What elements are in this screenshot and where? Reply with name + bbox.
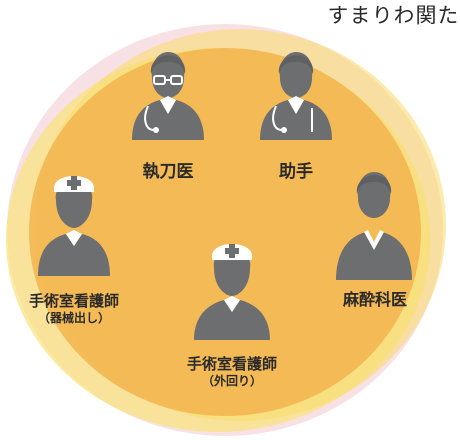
role-label-assistant: 助手 — [246, 162, 346, 183]
role-label-surgeon: 執刀医 — [118, 162, 218, 183]
surgeon-label: 執刀医 — [142, 162, 194, 182]
nurse-icon — [38, 176, 110, 276]
scrub-nurse-sublabel: （器械出し） — [37, 310, 110, 325]
anesthesiologist-label: 麻酔科医 — [342, 290, 407, 309]
circulating-nurse-sublabel: （外回り） — [201, 373, 262, 388]
role-label-anesthesiologist: 麻酔科医 — [320, 290, 430, 310]
anesthesiologist-icon — [336, 172, 412, 280]
orange-core — [29, 48, 421, 416]
circulating-nurse-label: 手術室看護師 — [186, 355, 277, 373]
background-rings — [6, 24, 446, 436]
nurse-icon-center — [194, 244, 270, 340]
assistant-label: 助手 — [279, 162, 313, 182]
scrub-nurse-label: 手術室看護師 — [28, 292, 119, 310]
side-vertical-text: た 関 わ り ま す — [325, 4, 459, 25]
role-label-scrub-nurse: 手術室看護師 （器械出し） — [10, 292, 138, 326]
doctor-icon — [260, 52, 332, 140]
role-label-circulating-nurse: 手術室看護師 （外回り） — [166, 355, 298, 389]
doctor-with-glasses-icon — [132, 52, 204, 140]
